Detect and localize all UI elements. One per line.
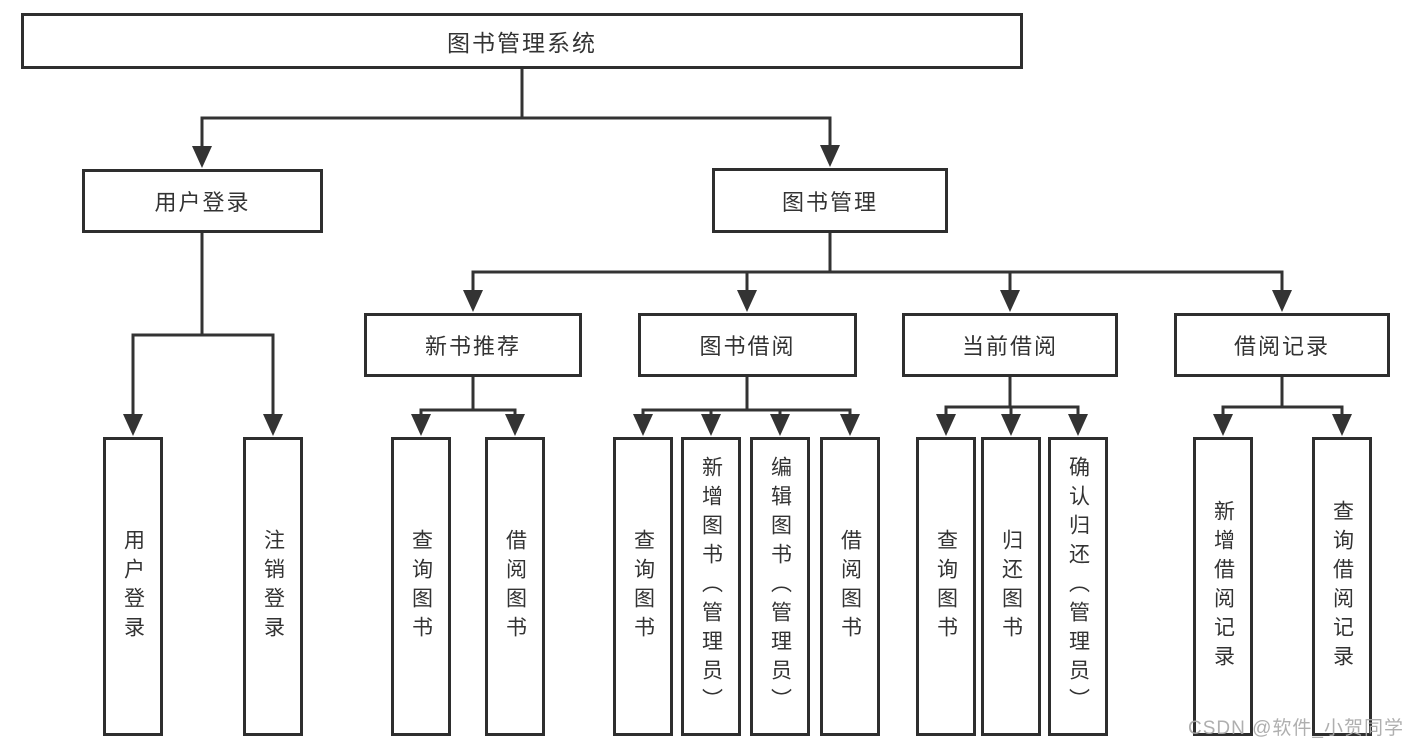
edges-root bbox=[200, 67, 832, 150]
node-borrow-records: 借阅记录 bbox=[1174, 313, 1390, 377]
arrowhead bbox=[1332, 414, 1352, 436]
leaf-query-borrow-record: 查询借阅记录 bbox=[1312, 437, 1372, 736]
arrowhead bbox=[936, 414, 956, 436]
node-label: 借阅记录 bbox=[1233, 334, 1330, 359]
arrowhead bbox=[263, 414, 283, 436]
node-label: 借阅图书 bbox=[838, 528, 862, 645]
leaf-return-books: 归还图书 bbox=[981, 437, 1041, 736]
node-user-login: 用户登录 bbox=[82, 169, 323, 233]
arrowhead bbox=[1001, 414, 1021, 436]
leaf-query-books-recommend: 查询图书 bbox=[391, 437, 451, 736]
leaf-query-books-current: 查询图书 bbox=[916, 437, 976, 736]
node-label: 编辑图书（管理员） bbox=[768, 456, 792, 717]
node-label: 图书管理系统 bbox=[447, 30, 597, 56]
edges-book-management bbox=[471, 231, 1284, 294]
arrowhead bbox=[1068, 414, 1088, 436]
node-library-system: 图书管理系统 bbox=[21, 13, 1023, 69]
node-label: 当前借阅 bbox=[961, 334, 1058, 359]
node-book-management: 图书管理 bbox=[712, 168, 948, 233]
node-label: 新增图书（管理员） bbox=[699, 456, 723, 717]
arrowhead bbox=[820, 145, 840, 167]
node-current-borrowing: 当前借阅 bbox=[902, 313, 1118, 377]
arrowhead bbox=[123, 414, 143, 436]
node-label: 查询图书 bbox=[631, 528, 655, 645]
node-label: 确认归还（管理员） bbox=[1066, 456, 1090, 717]
arrowhead bbox=[1272, 290, 1292, 312]
edges-new-book-recommend bbox=[419, 375, 517, 418]
arrowhead bbox=[840, 414, 860, 436]
node-label: 图书管理 bbox=[781, 189, 878, 215]
leaf-borrow-books-recommend: 借阅图书 bbox=[485, 437, 545, 736]
node-new-book-recommend: 新书推荐 bbox=[364, 313, 582, 377]
node-label: 借阅图书 bbox=[503, 528, 527, 645]
node-label: 新书推荐 bbox=[424, 334, 521, 359]
node-book-borrowing: 图书借阅 bbox=[638, 313, 857, 377]
arrowhead bbox=[192, 146, 212, 168]
node-label: 用户登录 bbox=[121, 528, 145, 645]
arrowhead bbox=[701, 414, 721, 436]
leaf-user-login: 用户登录 bbox=[103, 437, 163, 736]
edges-user-login bbox=[131, 231, 275, 418]
leaf-add-book-admin: 新增图书（管理员） bbox=[681, 437, 741, 736]
arrowhead bbox=[770, 414, 790, 436]
edges-book-borrowing bbox=[641, 375, 852, 418]
node-label: 用户登录 bbox=[154, 190, 251, 215]
leaf-query-books-borrowing: 查询图书 bbox=[613, 437, 673, 736]
arrowhead bbox=[633, 414, 653, 436]
arrowhead bbox=[463, 290, 483, 312]
edges-borrow-records bbox=[1221, 375, 1344, 418]
node-label: 查询借阅记录 bbox=[1330, 499, 1354, 674]
arrowhead bbox=[505, 414, 525, 436]
leaf-add-borrow-record: 新增借阅记录 bbox=[1193, 437, 1253, 736]
arrowhead bbox=[1000, 290, 1020, 312]
arrowhead bbox=[1213, 414, 1233, 436]
leaf-borrow-books: 借阅图书 bbox=[820, 437, 880, 736]
node-label: 查询图书 bbox=[934, 528, 958, 645]
node-label: 图书借阅 bbox=[699, 334, 796, 359]
arrowhead bbox=[737, 290, 757, 312]
node-label: 归还图书 bbox=[999, 528, 1023, 645]
leaf-logout: 注销登录 bbox=[243, 437, 303, 736]
leaf-edit-book-admin: 编辑图书（管理员） bbox=[750, 437, 810, 736]
node-label: 查询图书 bbox=[409, 528, 433, 645]
node-label: 注销登录 bbox=[261, 528, 285, 645]
leaf-confirm-return-admin: 确认归还（管理员） bbox=[1048, 437, 1108, 736]
arrowhead bbox=[411, 414, 431, 436]
watermark: CSDN @软件_小贺同学 bbox=[1188, 718, 1404, 739]
edges-current-borrowing bbox=[944, 375, 1080, 418]
node-label: 新增借阅记录 bbox=[1211, 499, 1235, 674]
